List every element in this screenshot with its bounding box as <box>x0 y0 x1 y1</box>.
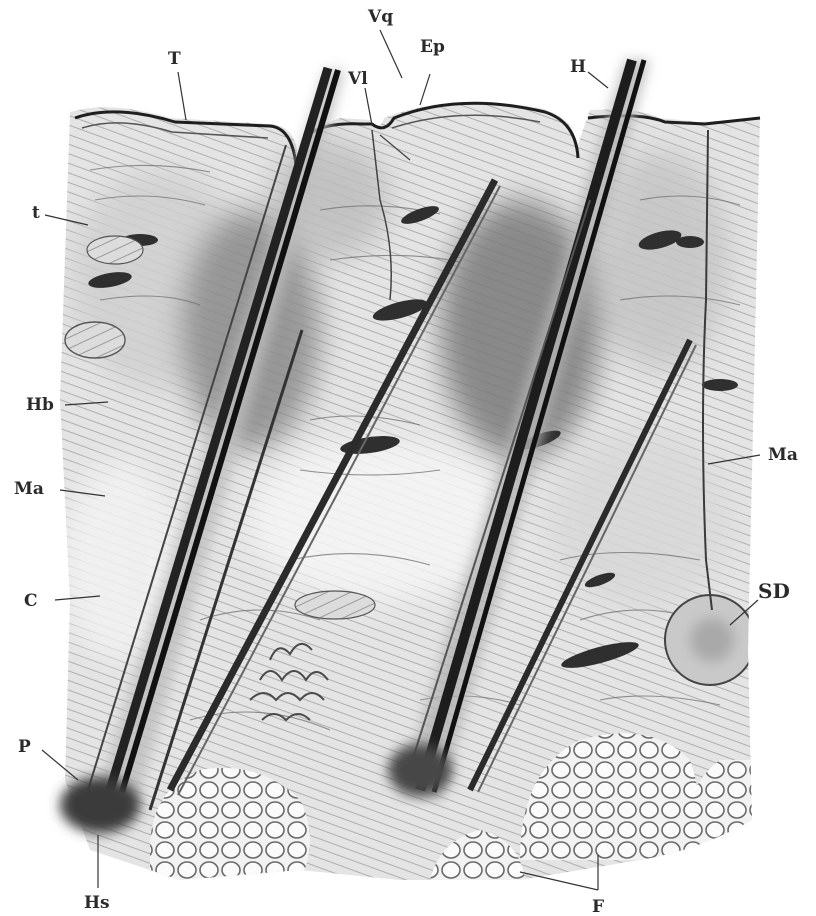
label-Ep: Ep <box>420 37 445 57</box>
label-Vq: Vq <box>367 7 393 27</box>
label-T: T <box>168 49 181 69</box>
label-H: H <box>570 57 586 77</box>
label-Ma-left: Ma <box>14 479 44 499</box>
label-Hs: Hs <box>84 893 110 913</box>
label-SD: SD <box>758 579 790 603</box>
label-P: P <box>18 737 31 757</box>
label-F: F <box>592 897 604 916</box>
label-C: C <box>24 591 38 611</box>
label-Vl: Vl <box>347 69 368 89</box>
label-Hb: Hb <box>26 395 54 415</box>
label-Ma-right: Ma <box>768 445 798 465</box>
label-t: t <box>32 203 40 223</box>
